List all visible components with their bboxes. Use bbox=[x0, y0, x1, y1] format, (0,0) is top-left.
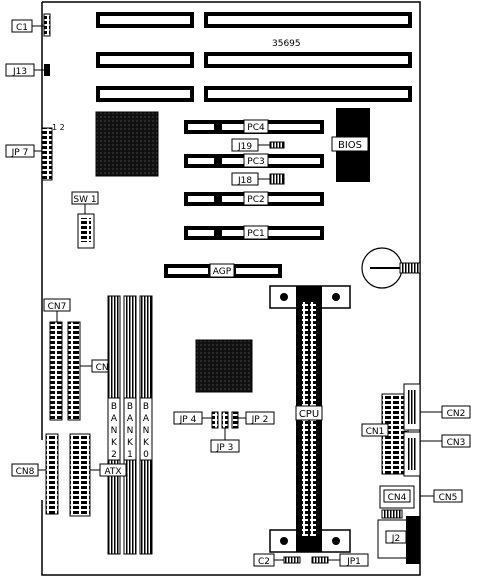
cn8-header bbox=[45, 433, 59, 515]
j19-jumper bbox=[269, 141, 285, 149]
cn5-label: CN5 bbox=[439, 493, 458, 503]
board-outline bbox=[41, 1, 421, 576]
atx-connector bbox=[69, 433, 91, 517]
c2-label: C2 bbox=[258, 557, 270, 567]
j2-label: J2 bbox=[391, 534, 400, 544]
jp3-jumper bbox=[221, 411, 229, 429]
pc2-label: PC2 bbox=[247, 195, 264, 205]
bank2-letter-4: K bbox=[111, 438, 118, 448]
jp4-jumper bbox=[211, 411, 219, 429]
chipset-north bbox=[95, 111, 159, 177]
jp7-header bbox=[41, 127, 53, 181]
jp7-label: JP 7 bbox=[11, 148, 29, 158]
j18-jumper bbox=[269, 173, 285, 185]
cn6-label: CN6 bbox=[96, 363, 115, 373]
agp-label: AGP bbox=[213, 267, 232, 277]
pc1-label: PC1 bbox=[247, 229, 264, 239]
jp3-label: JP 3 bbox=[216, 443, 234, 453]
sw1-label: SW 1 bbox=[73, 195, 96, 205]
bank1-letter-1: B bbox=[127, 402, 133, 412]
bank1-letter-5: 1 bbox=[127, 450, 133, 460]
j18-label: J18 bbox=[237, 176, 252, 186]
agp-slot bbox=[164, 263, 282, 278]
jp1-jumper bbox=[311, 556, 329, 564]
atx-label: ATX bbox=[104, 467, 121, 477]
cn4-label: CN4 bbox=[388, 493, 407, 503]
dimm-banks bbox=[107, 295, 153, 555]
cn7-label: CN7 bbox=[48, 302, 67, 312]
bank1-letter-3: N bbox=[127, 426, 134, 436]
bios-label-box bbox=[331, 136, 369, 152]
c1-connector bbox=[43, 13, 51, 37]
bios-label: BIOS bbox=[338, 140, 362, 151]
bank1-letter-2: A bbox=[127, 414, 134, 424]
cpu-slot bbox=[269, 285, 351, 553]
bank0-letter-4: K bbox=[143, 438, 150, 448]
battery bbox=[361, 247, 421, 289]
isa-slots bbox=[96, 12, 412, 102]
pc4-label: PC4 bbox=[247, 123, 265, 133]
bank0-letter-3: N bbox=[143, 426, 150, 436]
c1-label: C1 bbox=[16, 23, 28, 33]
cpu-label: CPU bbox=[299, 409, 319, 420]
jp7-pin-label: 1 2 bbox=[52, 123, 65, 132]
j13-connector bbox=[44, 64, 50, 76]
bank2-letter-2: A bbox=[111, 414, 118, 424]
j19-label: J19 bbox=[237, 142, 252, 152]
jp4-label: JP 4 bbox=[179, 415, 197, 425]
cn6-header bbox=[67, 321, 81, 421]
bank0-letter-1: B bbox=[143, 402, 149, 412]
bank2-letter-5: 2 bbox=[111, 450, 117, 460]
j13-label: J13 bbox=[12, 67, 27, 77]
c2-connector bbox=[283, 556, 301, 564]
cn3-label: CN3 bbox=[447, 438, 466, 448]
bank0-letter-2: A bbox=[143, 414, 150, 424]
pc3-label: PC3 bbox=[247, 157, 264, 167]
chipset-south bbox=[195, 339, 253, 393]
jp2-jumper bbox=[231, 411, 239, 429]
jp1-label: JP1 bbox=[346, 557, 361, 567]
cn8-label: CN8 bbox=[16, 467, 35, 477]
bank2-letter-3: N bbox=[111, 426, 118, 436]
jp2-label: JP 2 bbox=[251, 415, 269, 425]
bank2-letter-1: B bbox=[111, 402, 117, 412]
cn1-label: CN1 bbox=[366, 427, 385, 437]
cn2-label: CN2 bbox=[447, 409, 466, 419]
bank1-letter-4: K bbox=[127, 438, 134, 448]
board-number: 35695 bbox=[272, 39, 301, 49]
cn7-header bbox=[49, 321, 63, 421]
bank0-letter-5: 0 bbox=[143, 450, 149, 460]
